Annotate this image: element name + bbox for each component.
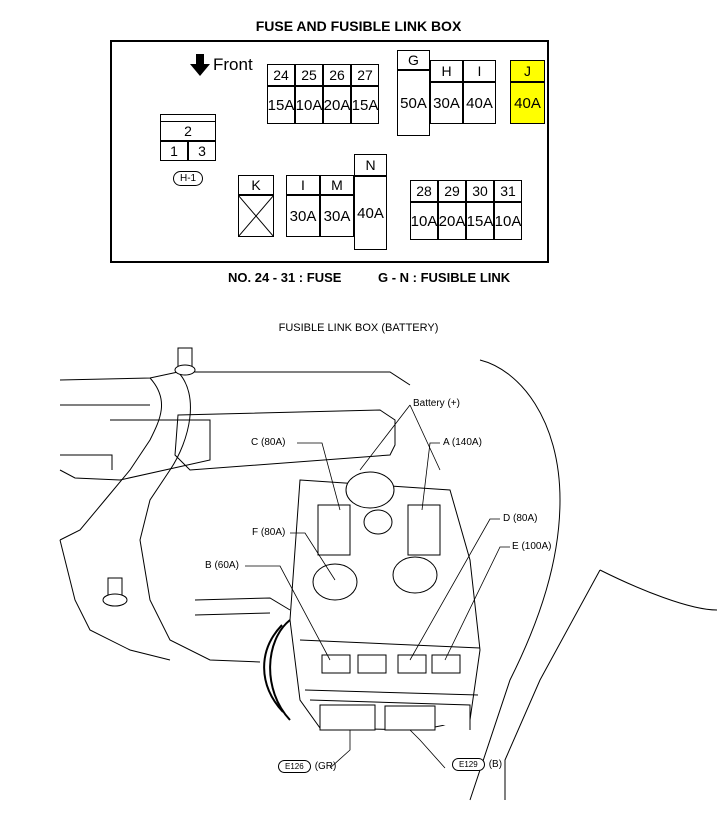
fuse-rating: 20A [438, 202, 466, 240]
arrow-down-icon [190, 54, 210, 76]
link-letter: I [286, 175, 320, 195]
battery-box-title: FUSIBLE LINK BOX (BATTERY) [278, 322, 439, 334]
relay-left: 1 [160, 141, 188, 161]
empty-slot-cross-icon [238, 195, 274, 237]
connector-e129-tag: E129 [452, 758, 485, 771]
link-rating: 30A [430, 82, 463, 124]
fuse-number: 27 [351, 64, 379, 86]
fusible-link-caption: G - N : FUSIBLE LINK [378, 270, 511, 285]
link-letter: I [463, 60, 496, 82]
connector-e129: E129 (B) [452, 758, 502, 771]
link-letter: G [397, 50, 430, 70]
fuse-number: 24 [267, 64, 295, 86]
connector-e129-color: (B) [488, 759, 503, 770]
fuse-rating: 15A [267, 86, 295, 124]
battery-plus-label: Battery (+) [413, 398, 460, 409]
link-e-label: E (100A) [512, 541, 552, 552]
front-label: Front [213, 55, 253, 74]
link-a-label: A (140A) [443, 437, 482, 448]
link-b-label: B (60A) [205, 560, 239, 571]
link-j-letter: J [510, 60, 545, 82]
link-rating: 30A [320, 195, 354, 237]
link-letter: M [320, 175, 354, 195]
link-k-letter: K [238, 175, 274, 195]
link-rating: 30A [286, 195, 320, 237]
connector-e126: E126 (GR) [278, 760, 336, 773]
fuse-rating: 10A [410, 202, 438, 240]
fuse-rating: 10A [494, 202, 522, 240]
connector-h1-tag: H-1 [173, 171, 204, 186]
fuse-rating: 20A [323, 86, 351, 124]
link-letter: H [430, 60, 463, 82]
link-c-label: C (80A) [251, 437, 286, 448]
link-j-rating: 40A [510, 82, 545, 124]
diagram-title: FUSE AND FUSIBLE LINK BOX [255, 18, 462, 34]
link-k-empty-slot [238, 195, 274, 237]
fuse-caption: NO. 24 - 31 : FUSE [228, 270, 342, 285]
relay-cap [160, 114, 216, 121]
fuse-box-panel: Front 2 1 3 H-1 24 25 26 27 15A 10A 20A … [110, 40, 549, 263]
relay-right: 3 [188, 141, 216, 161]
link-rating: 40A [463, 82, 496, 124]
fuse-number: 25 [295, 64, 323, 86]
fuse-rating: 15A [351, 86, 379, 124]
fuse-number: 29 [438, 180, 466, 202]
connector-e126-color: (GR) [314, 761, 337, 772]
fuse-number: 31 [494, 180, 522, 202]
link-d-label: D (80A) [503, 513, 538, 524]
relay-top: 2 [160, 121, 216, 141]
link-letter: N [354, 154, 387, 176]
connector-e126-tag: E126 [278, 760, 311, 773]
fuse-rating: 15A [466, 202, 494, 240]
link-f-label: F (80A) [252, 527, 286, 538]
fuse-number: 26 [323, 64, 351, 86]
fuse-rating: 10A [295, 86, 323, 124]
fuse-number: 28 [410, 180, 438, 202]
fuse-number: 30 [466, 180, 494, 202]
link-rating: 40A [354, 176, 387, 250]
front-indicator: Front [190, 54, 253, 76]
link-rating: 50A [397, 70, 430, 136]
